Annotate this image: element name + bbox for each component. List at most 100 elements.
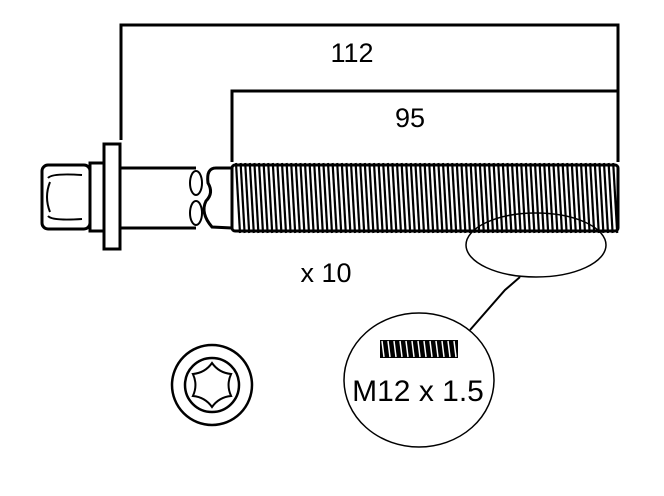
thread-line	[244, 162, 251, 234]
thread-sample-line	[429, 340, 433, 358]
thread-line	[382, 162, 389, 234]
thread-line	[414, 162, 421, 234]
thread-line	[349, 162, 357, 234]
thread-line	[386, 162, 393, 234]
thread-line	[478, 162, 485, 234]
thread-sample-line	[393, 340, 397, 358]
thread-line	[487, 162, 495, 234]
thread-line	[405, 162, 412, 234]
thread-line	[234, 162, 242, 234]
thread-line	[290, 162, 297, 234]
thread-sample-icon	[380, 340, 458, 358]
thread-line	[313, 162, 320, 234]
thread-line	[271, 162, 278, 234]
thread-line	[584, 162, 591, 234]
thread-line	[428, 162, 435, 234]
thread-line	[566, 162, 573, 234]
thread-line	[239, 162, 246, 234]
thread-line	[253, 162, 260, 234]
thread-sample-line	[411, 340, 415, 358]
thread-line	[336, 162, 343, 234]
thread-line	[464, 162, 472, 234]
overall-length-label: 112	[330, 38, 373, 68]
torx-end-view	[170, 343, 254, 427]
thread-line	[331, 162, 338, 234]
thread-line	[280, 162, 288, 234]
thread-line	[607, 162, 614, 234]
thread-line	[570, 162, 577, 234]
thread-sample-line	[381, 340, 385, 358]
dimension-overall	[119, 23, 620, 162]
thread-line	[340, 162, 347, 234]
thread-line	[267, 162, 274, 234]
dimension-line-thread	[230, 89, 618, 162]
dimension-line-overall	[119, 23, 620, 162]
thread-line	[515, 162, 522, 234]
thread-line	[510, 162, 518, 234]
thread-line	[432, 162, 439, 234]
head-outer-circle	[183, 356, 241, 414]
bolt-shank	[120, 166, 233, 230]
thread-line	[363, 162, 370, 234]
thread-line	[575, 162, 582, 234]
thread-spec-label: M12 x 1.5	[352, 375, 484, 408]
thread-line	[418, 162, 426, 234]
thread-sample-line	[387, 340, 391, 358]
thread-sample-line	[417, 340, 421, 358]
thread-line	[326, 162, 334, 234]
thread-line	[474, 162, 481, 234]
thread-line	[547, 162, 554, 234]
thread-sample-line	[405, 340, 409, 358]
thread-line	[612, 162, 619, 234]
thread-line	[257, 162, 265, 234]
thread-line	[441, 162, 449, 234]
thread-line	[303, 162, 311, 234]
thread-line	[368, 162, 375, 234]
thread-line	[538, 162, 545, 234]
thread-line	[520, 162, 527, 234]
quantity-label: x 10	[300, 258, 351, 288]
thread-line	[492, 162, 499, 234]
thread-line	[556, 162, 564, 234]
thread-line	[451, 162, 458, 234]
thread-line	[529, 162, 536, 234]
bolt-thread	[230, 162, 620, 234]
thread-line	[285, 162, 292, 234]
thread-line	[589, 162, 596, 234]
thread-length-label: 95	[395, 103, 425, 133]
thread-line	[400, 162, 407, 234]
thread-sample-line	[435, 340, 439, 358]
thread-line	[533, 162, 541, 234]
thread-line	[299, 162, 306, 234]
flange	[102, 142, 122, 251]
thread-line	[598, 162, 605, 234]
thread-line	[308, 162, 315, 234]
thread-line	[294, 162, 301, 234]
thread-line	[395, 162, 403, 234]
thread-callout-ring	[465, 212, 607, 278]
thread-line	[552, 162, 559, 234]
thread-line	[248, 162, 255, 234]
shank-outline	[120, 166, 196, 230]
callout-leader	[469, 276, 521, 331]
thread-line	[322, 162, 329, 234]
thread-line	[354, 162, 361, 234]
thread-line	[602, 162, 610, 234]
thread-line	[593, 162, 600, 234]
thread-line	[409, 162, 416, 234]
thread-line	[561, 162, 568, 234]
thread-line	[497, 162, 504, 234]
thread-line	[524, 162, 531, 234]
thread-sample-line	[453, 340, 457, 358]
break-mark	[202, 166, 233, 230]
thread-line	[276, 162, 283, 234]
bolt-head	[40, 142, 122, 251]
thread-line	[469, 162, 476, 234]
torx-star-icon	[191, 361, 233, 409]
thread-line	[377, 162, 384, 234]
washer-outer-circle	[170, 343, 254, 427]
head-collar	[88, 161, 106, 233]
thread-line	[455, 162, 462, 234]
thread-line	[317, 162, 324, 234]
